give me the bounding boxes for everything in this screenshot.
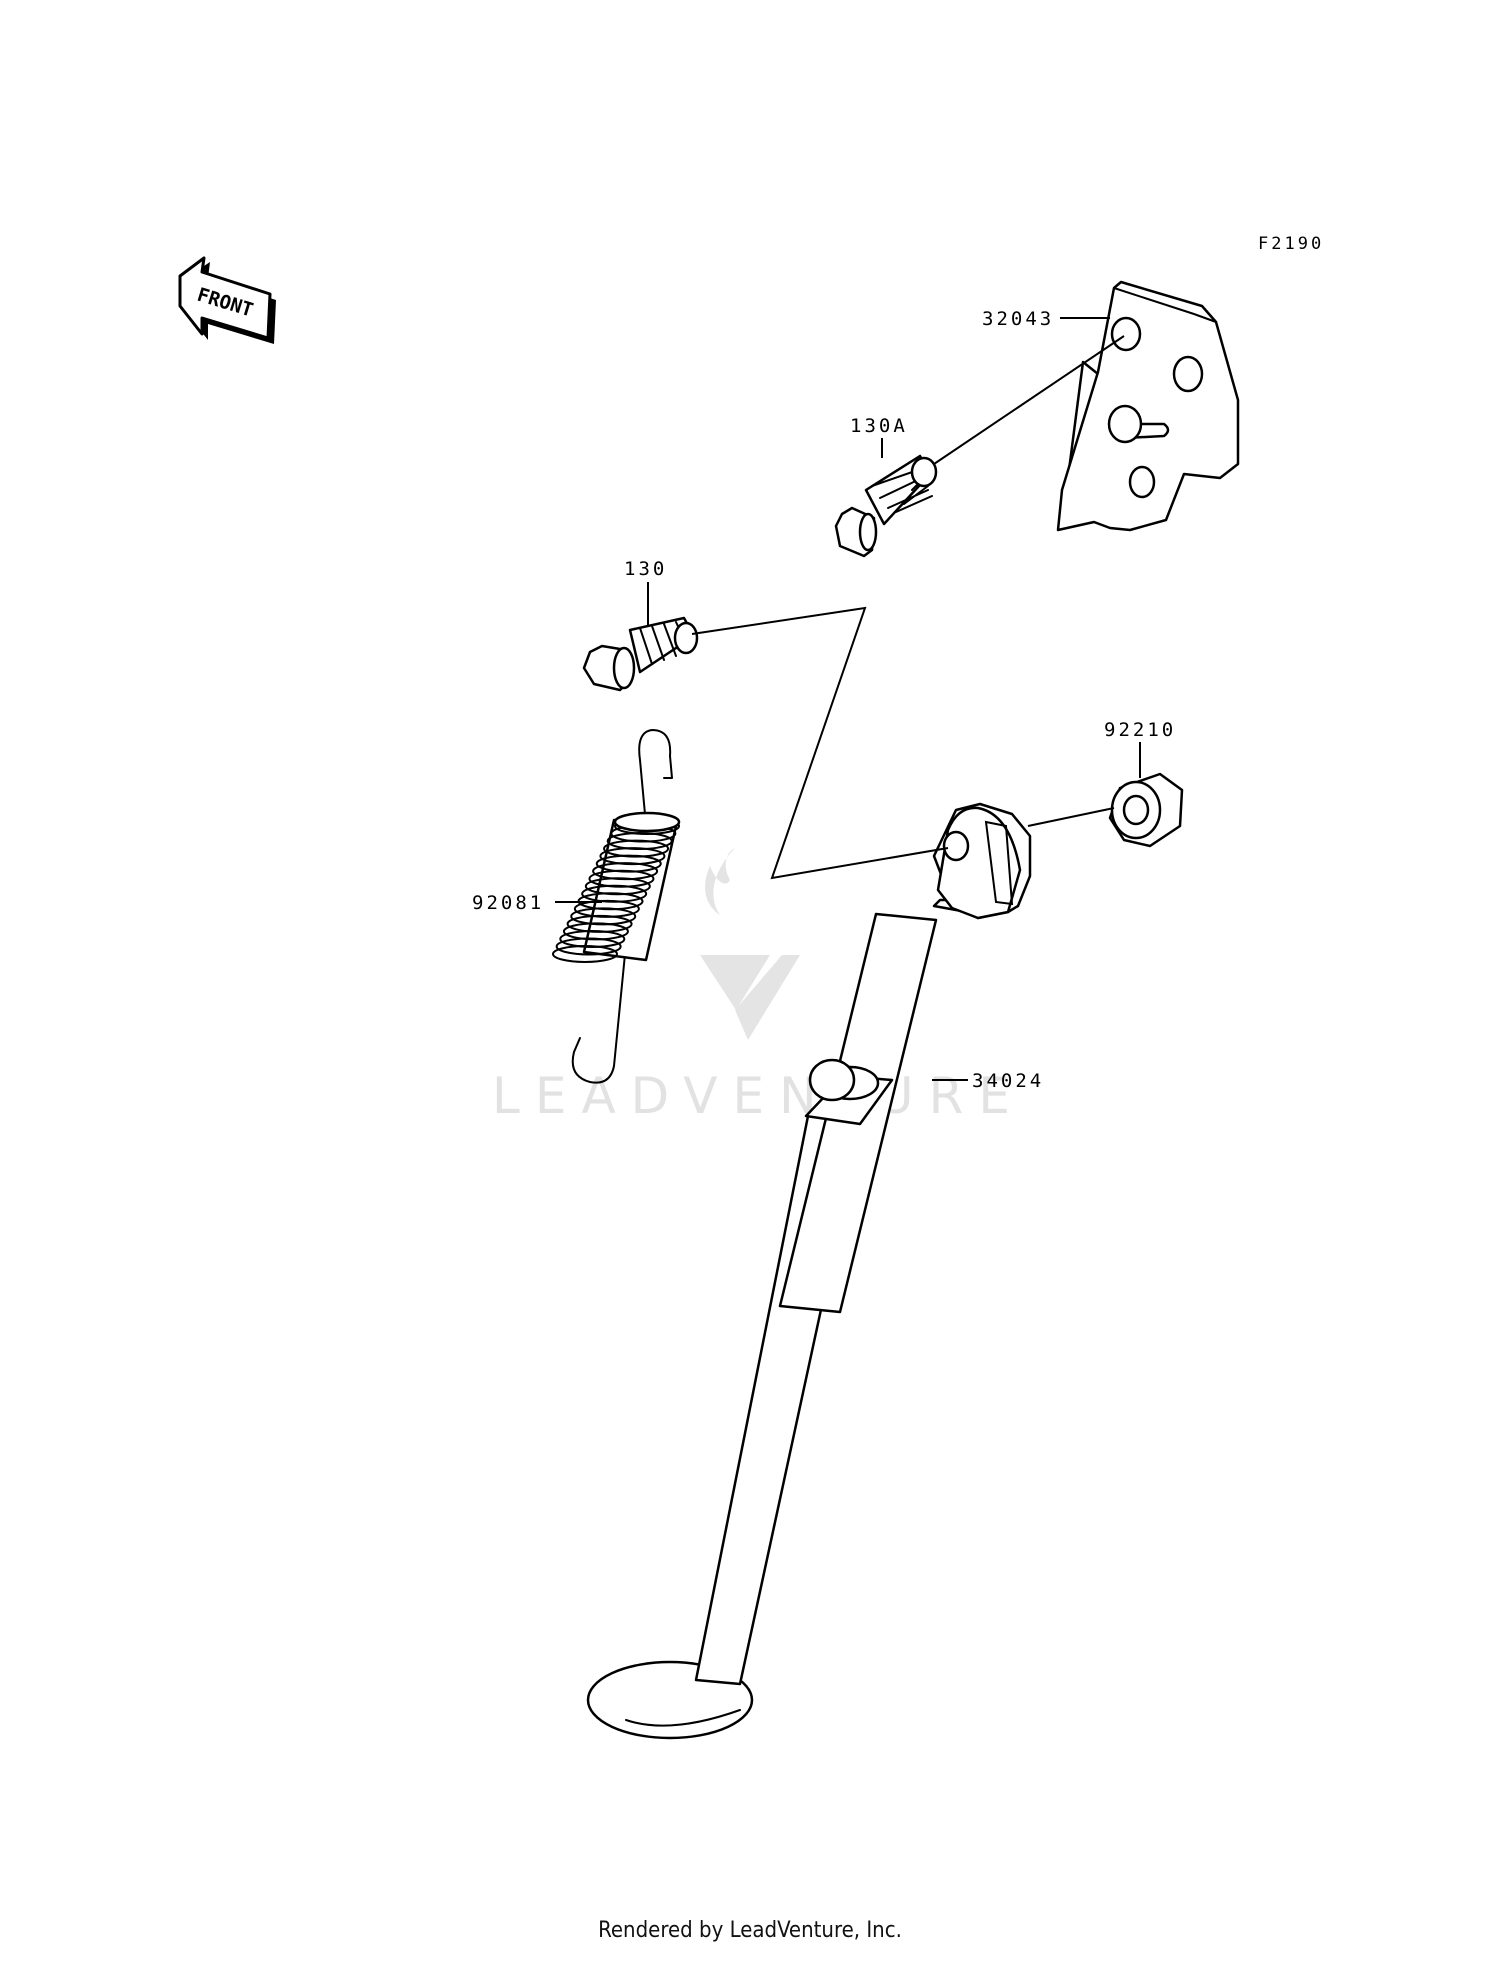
part-32043-bracket xyxy=(1056,280,1240,532)
spring-coil xyxy=(552,945,618,963)
part-130a-bolt xyxy=(834,454,938,558)
part-label-92210: 92210 xyxy=(1104,719,1176,741)
front-arrow-icon: FRONT xyxy=(178,256,276,344)
part-130-bolt xyxy=(582,616,699,692)
part-92081-spring xyxy=(552,728,681,1084)
part-label-130: 130 xyxy=(624,558,667,580)
leadventure-watermark: LEADVENTURE xyxy=(492,848,1025,1125)
part-label-130a: 130A xyxy=(850,415,908,437)
part-label-92081: 92081 xyxy=(472,892,544,914)
part-label-34024: 34024 xyxy=(972,1070,1044,1092)
part-92210-nut xyxy=(1108,772,1184,848)
footer-credit: Rendered by LeadVenture, Inc. xyxy=(598,1918,902,1943)
figure-code: F2190 xyxy=(1258,234,1324,254)
part-label-32043: 32043 xyxy=(982,308,1054,330)
part-34024-side-stand xyxy=(586,802,1032,1740)
watermark-text: LEADVENTURE xyxy=(492,1067,1025,1125)
leader-lines xyxy=(555,317,1141,1081)
spring-coil xyxy=(555,937,622,956)
